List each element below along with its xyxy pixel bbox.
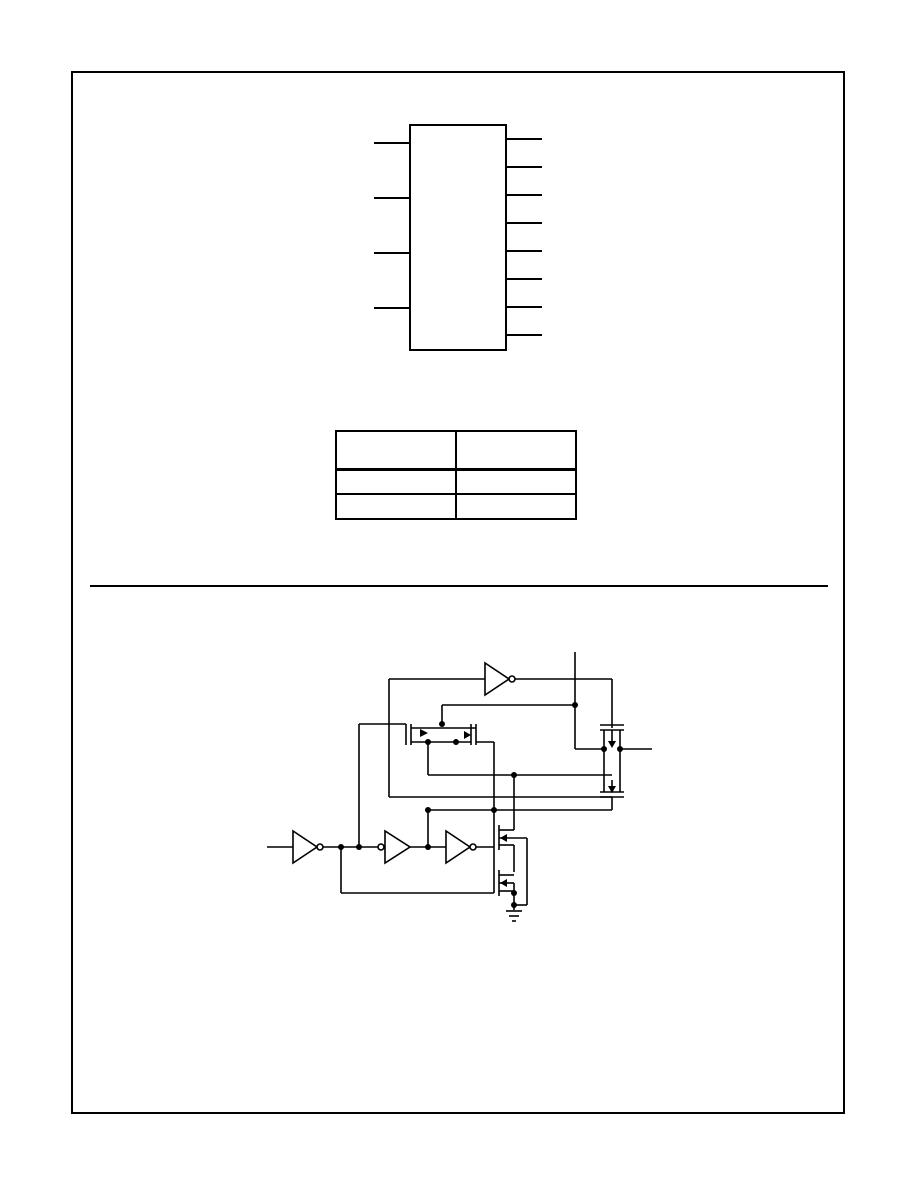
section-divider [90, 585, 828, 587]
truth-table-header [335, 430, 577, 471]
table-cell [455, 468, 577, 495]
table-cell [335, 468, 457, 495]
table-cell [335, 493, 457, 520]
table-header-cell [335, 430, 457, 471]
page-frame [71, 71, 845, 1114]
table-row [335, 468, 577, 495]
table-header-cell [455, 430, 577, 471]
truth-table [335, 430, 577, 520]
table-cell [455, 493, 577, 520]
table-row [335, 493, 577, 520]
